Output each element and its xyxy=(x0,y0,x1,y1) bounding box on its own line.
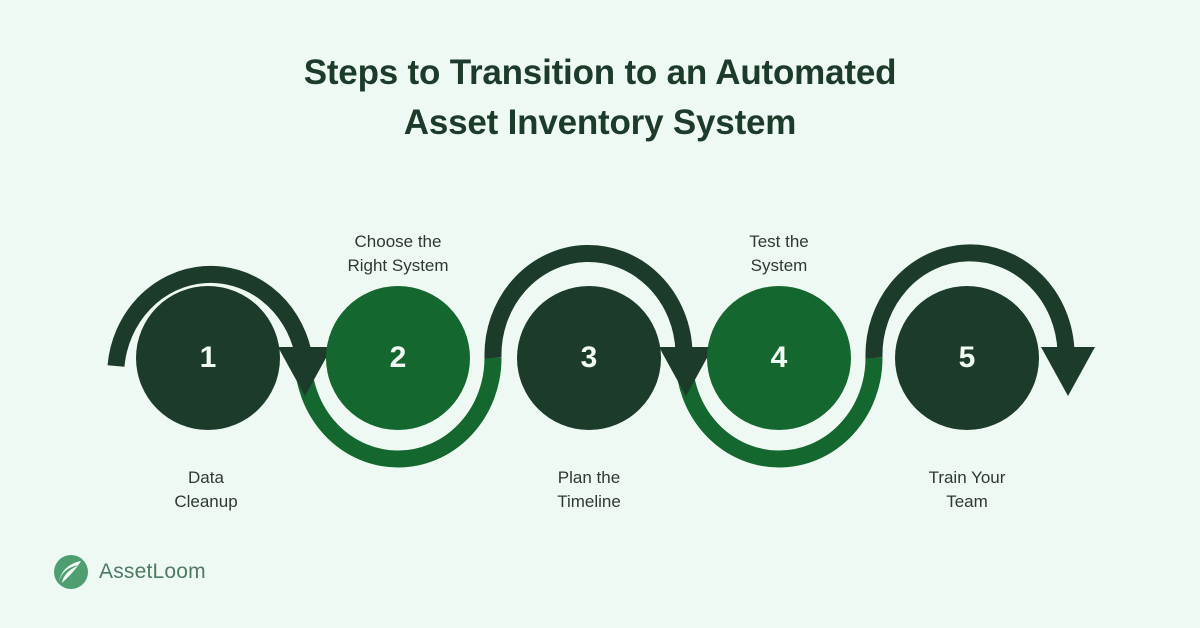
step-number-3: 3 xyxy=(580,341,598,374)
arrowhead-3 xyxy=(659,347,713,396)
upper-arc-1 xyxy=(107,265,312,367)
step-label-3-line1: Plan the xyxy=(557,468,621,487)
step-label-3: Plan the Timeline xyxy=(484,466,694,514)
step-label-1: Data Cleanup xyxy=(101,466,311,514)
step-label-5-line1: Train Your xyxy=(928,468,1006,487)
step-circle-2[interactable]: 2 xyxy=(326,286,470,430)
step-label-5-line2: Team xyxy=(946,492,988,511)
leaf-circle-icon xyxy=(54,555,88,589)
step-label-4-line2: System xyxy=(750,256,808,275)
step-number-4: 4 xyxy=(770,341,788,374)
lower-arc-2 xyxy=(294,357,502,468)
arrowhead-5 xyxy=(1041,347,1095,396)
step-number-1: 1 xyxy=(199,341,217,374)
page-title: Steps to Transition to an Automated Asse… xyxy=(0,48,1200,148)
step-circle-4[interactable]: 4 xyxy=(707,286,851,430)
upper-arc-3 xyxy=(484,244,693,359)
step-label-4-line1: Test the xyxy=(749,232,809,251)
step-label-1-line1: Data xyxy=(188,468,224,487)
step-number-5: 5 xyxy=(958,341,976,374)
step-label-2-line2: Right System xyxy=(347,256,449,275)
step-label-2-line1: Choose the xyxy=(354,232,442,251)
step-circle-1[interactable]: 1 xyxy=(136,286,280,430)
brand-logo[interactable]: AssetLoom xyxy=(52,553,206,591)
step-label-5: Train Your Team xyxy=(862,466,1072,514)
step-label-4: Test the System xyxy=(674,230,884,278)
title-line-1: Steps to Transition to an Automated xyxy=(303,53,897,92)
step-circle-3[interactable]: 3 xyxy=(517,286,661,430)
step-number-2: 2 xyxy=(389,341,407,374)
lower-arc-4 xyxy=(675,357,883,468)
step-label-3-line2: Timeline xyxy=(557,492,621,511)
title-line-2: Asset Inventory System xyxy=(403,103,797,142)
arrowhead-1 xyxy=(278,347,332,396)
flow-lower-arcs xyxy=(294,357,883,468)
flow-arrowheads xyxy=(278,347,1095,396)
flow-upper-arcs xyxy=(107,244,1075,367)
step-label-1-line2: Cleanup xyxy=(174,492,238,511)
step-label-2: Choose the Right System xyxy=(293,230,503,278)
upper-arc-5 xyxy=(865,244,1075,359)
step-circle-5[interactable]: 5 xyxy=(895,286,1039,430)
brand-name: AssetLoom xyxy=(99,560,206,583)
